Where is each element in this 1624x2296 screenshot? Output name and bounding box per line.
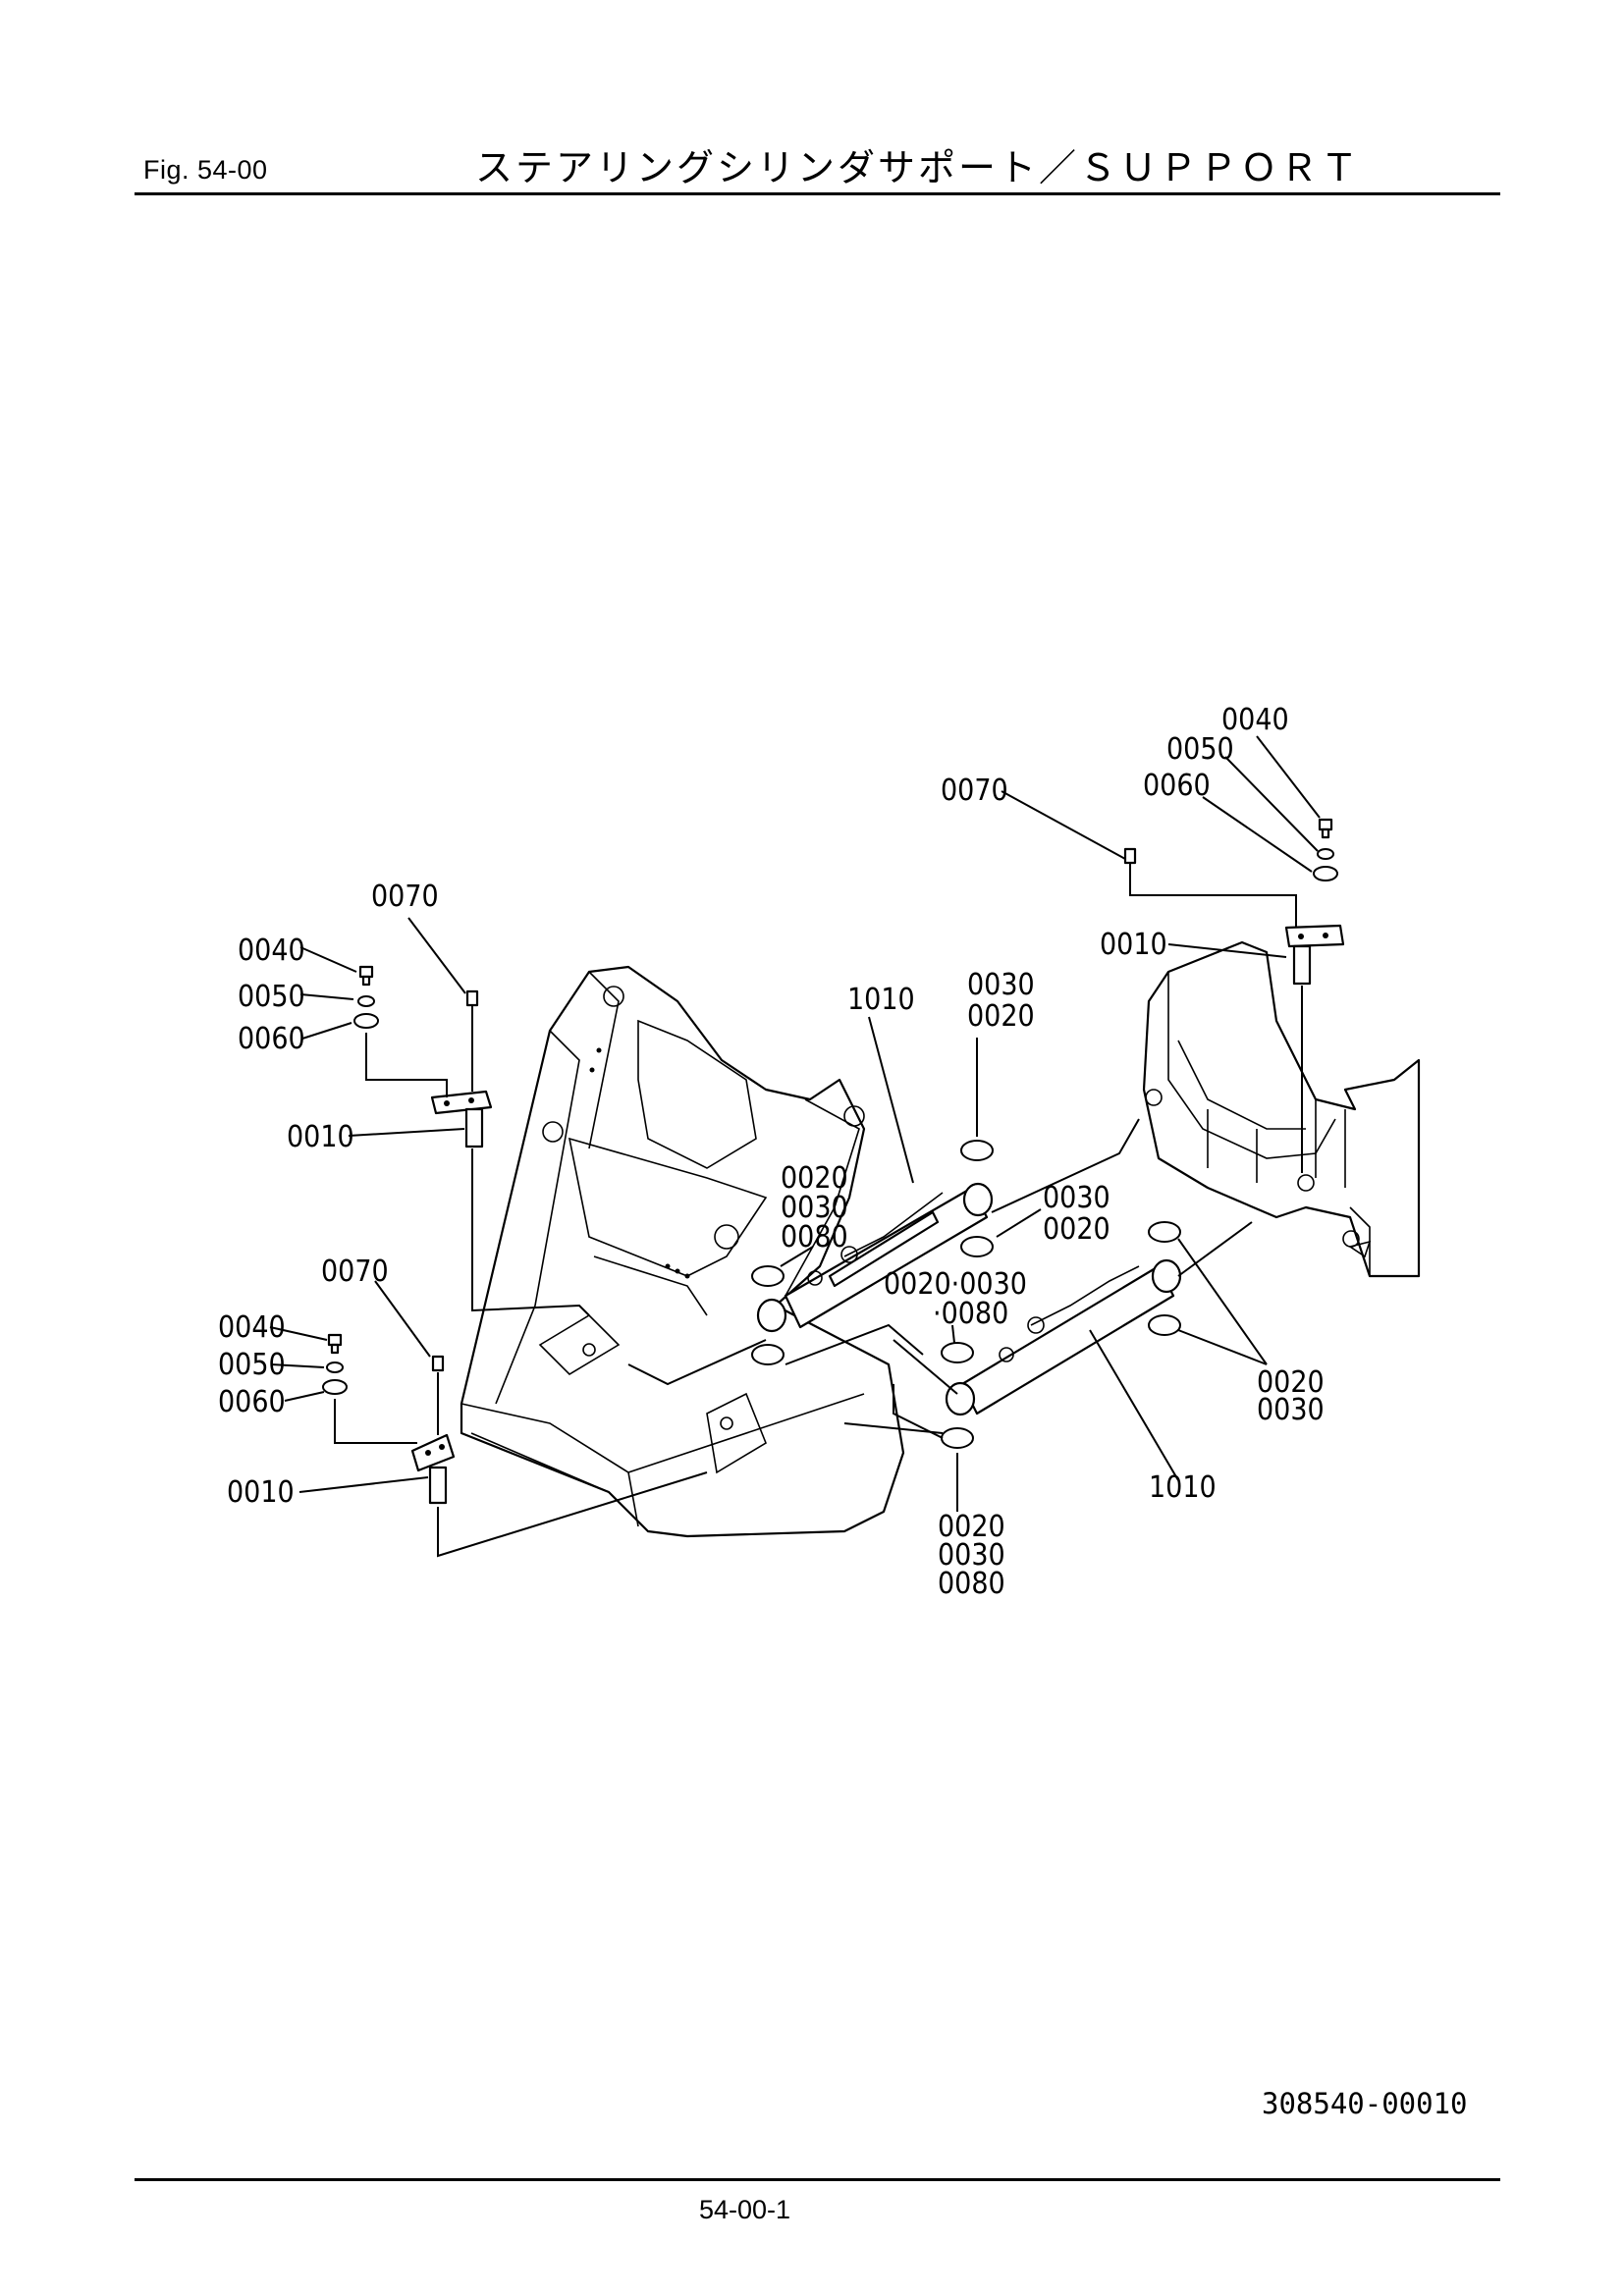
callout-0060: 0060 — [1143, 769, 1211, 803]
drawing-number: 308540-00010 — [1262, 2087, 1468, 2120]
callout-0020: 0020 — [938, 1510, 1005, 1544]
leader-lines — [269, 735, 1321, 1558]
callout-0080: 0080 — [781, 1220, 848, 1255]
callout-0040: 0040 — [218, 1310, 286, 1345]
callout-0030: 0030 — [938, 1538, 1005, 1573]
callout-0030: 0030 — [781, 1191, 848, 1225]
bolt-set-left-upper — [353, 965, 493, 1148]
callout-0070: 0070 — [371, 880, 439, 914]
callout-0060: 0060 — [238, 1022, 305, 1056]
callout-1010: 1010 — [847, 983, 915, 1017]
rear-frame-drawing — [1142, 940, 1421, 1278]
callout-0060: 0060 — [218, 1385, 286, 1419]
header-rule — [135, 192, 1500, 195]
callout-0070: 0070 — [941, 774, 1008, 808]
callout-labels: 0040 0050 0070 0060 0010 0070 0040 0050 … — [218, 703, 1325, 1601]
steering-cylinder-upper — [756, 1182, 994, 1333]
callout-0050: 0050 — [238, 980, 305, 1014]
page-title: ステアリングシリンダサポート／ＳＵＰＰＯＲＴ — [475, 146, 1362, 189]
steering-cylinder-lower — [945, 1258, 1182, 1416]
callout-0020-0030: 0020·0030 — [884, 1267, 1027, 1302]
callout-0080: 0080 — [938, 1567, 1005, 1601]
callout-0040: 0040 — [1221, 703, 1289, 737]
callout-1010: 1010 — [1149, 1470, 1217, 1505]
callout-0050: 0050 — [1166, 732, 1234, 767]
callout-0020: 0020 — [1257, 1365, 1325, 1400]
callout-0020: 0020 — [1043, 1212, 1110, 1247]
callout-0020: 0020 — [967, 999, 1035, 1034]
bolt-set-right — [1123, 818, 1345, 986]
callout-0010: 0010 — [1100, 928, 1167, 962]
bolt-set-left-lower — [322, 1333, 456, 1505]
footer-rule — [135, 2178, 1500, 2181]
page-number: 54-00-1 — [699, 2195, 791, 2224]
callout-0010: 0010 — [227, 1475, 295, 1510]
callout-0020: 0020 — [781, 1161, 848, 1196]
callout-0080: ·0080 — [933, 1297, 1008, 1331]
callout-0050: 0050 — [218, 1348, 286, 1382]
washer-group — [751, 1140, 1181, 1449]
figure-number: Fig. 54-00 — [143, 155, 268, 185]
callout-0070: 0070 — [321, 1255, 389, 1289]
callout-0030: 0030 — [967, 968, 1035, 1002]
callout-0030: 0030 — [1043, 1181, 1110, 1215]
callout-0030: 0030 — [1257, 1393, 1325, 1427]
callout-0010: 0010 — [287, 1120, 354, 1154]
front-frame-drawing — [460, 965, 905, 1538]
callout-0040: 0040 — [238, 934, 305, 968]
